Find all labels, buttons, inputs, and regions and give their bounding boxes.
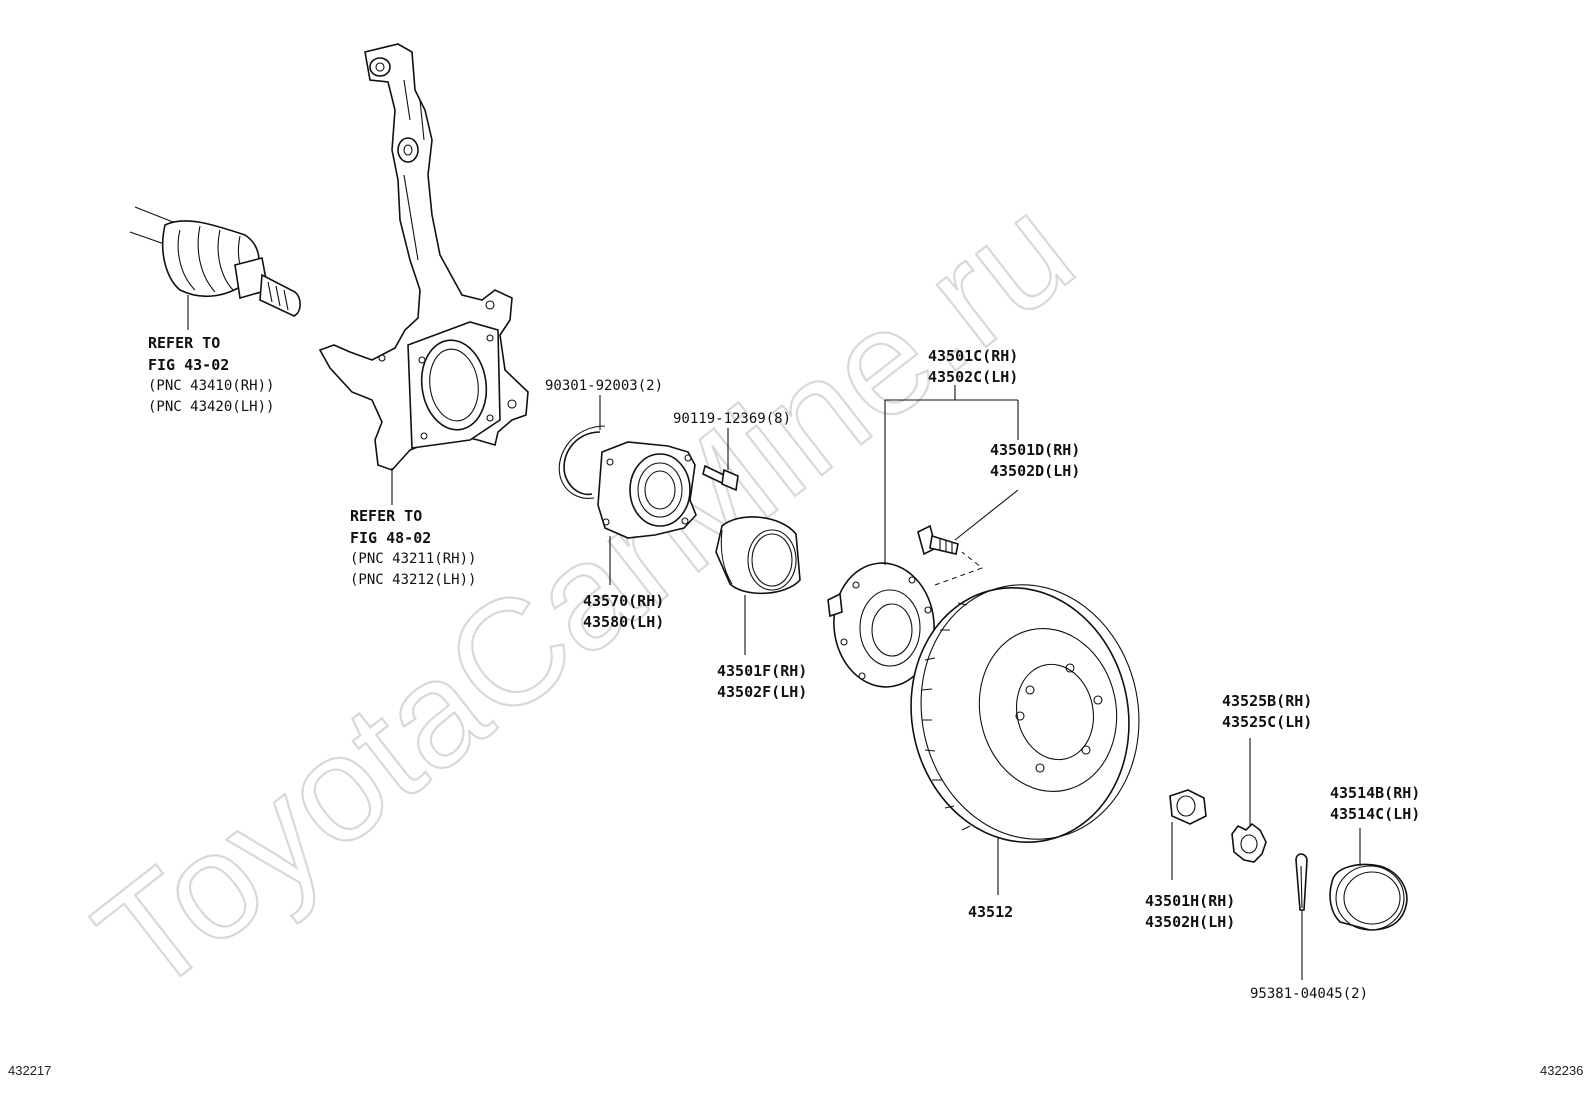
footer-right-code: 432236 [1540, 1063, 1583, 1078]
svg-text:43514C(LH): 43514C(LH) [1330, 805, 1420, 823]
rotor-label: 43512 [968, 903, 1013, 921]
lock-cap-callout: 43525B(RH) 43525C(LH) [1222, 692, 1312, 731]
cotter-pin-label: 95381-04045(2) [1250, 986, 1368, 1002]
nut-lock-cap[interactable] [1231, 822, 1267, 863]
svg-text:FIG 43-02: FIG 43-02 [148, 356, 229, 374]
svg-text:43525B(RH): 43525B(RH) [1222, 692, 1312, 710]
svg-text:43501D(RH): 43501D(RH) [990, 441, 1080, 459]
svg-text:(PNC 43420(LH)): (PNC 43420(LH)) [148, 399, 274, 415]
svg-text:43570(RH): 43570(RH) [583, 592, 664, 610]
hub-callout: 43501C(RH) 43502C(LH) [928, 347, 1018, 386]
svg-text:43525C(LH): 43525C(LH) [1222, 713, 1312, 731]
svg-text:(PNC 43211(RH)): (PNC 43211(RH)) [350, 551, 476, 567]
svg-text:FIG 48-02: FIG 48-02 [350, 529, 431, 547]
bearing-bolt[interactable] [702, 464, 739, 492]
hub-nut[interactable] [1169, 789, 1207, 825]
svg-text:43502C(LH): 43502C(LH) [928, 368, 1018, 386]
drive-shaft[interactable] [129, 206, 301, 317]
grease-cap[interactable] [1329, 863, 1408, 931]
bearing-callout: 43570(RH) 43580(LH) [583, 592, 664, 631]
svg-text:43514B(RH): 43514B(RH) [1330, 784, 1420, 802]
svg-text:(PNC 43212(LH)): (PNC 43212(LH)) [350, 572, 476, 588]
footer-left-code: 432217 [8, 1063, 51, 1078]
hub-bolt-callout: 43501D(RH) 43502D(LH) [990, 441, 1080, 480]
driveshaft-callout: REFER TO FIG 43-02 (PNC 43410(RH)) (PNC … [148, 334, 274, 415]
seal-callout: 43501F(RH) 43502F(LH) [717, 662, 807, 701]
svg-text:43502H(LH): 43502H(LH) [1145, 913, 1235, 931]
brake-rotor[interactable] [888, 564, 1163, 862]
snap-ring[interactable] [558, 425, 606, 499]
hub-bearing[interactable] [597, 441, 697, 539]
svg-text:43501C(RH): 43501C(RH) [928, 347, 1018, 365]
svg-text:REFER TO: REFER TO [350, 507, 422, 525]
svg-text:43501F(RH): 43501F(RH) [717, 662, 807, 680]
grease-cap-callout: 43514B(RH) 43514C(LH) [1330, 784, 1420, 823]
axle-hub[interactable] [827, 559, 939, 691]
svg-text:(PNC 43410(RH)): (PNC 43410(RH)) [148, 378, 274, 394]
steering-knuckle[interactable] [318, 43, 529, 471]
svg-text:43580(LH): 43580(LH) [583, 613, 664, 631]
oil-seal[interactable] [715, 516, 801, 595]
bearing-bolt-label: 90119-12369(8) [673, 411, 791, 427]
svg-text:43502D(LH): 43502D(LH) [990, 462, 1080, 480]
hub-bracket-lines [884, 385, 1019, 565]
svg-text:REFER TO: REFER TO [148, 334, 220, 352]
knuckle-callout: REFER TO FIG 48-02 (PNC 43211(RH)) (PNC … [350, 507, 476, 588]
hub-bolt[interactable] [917, 524, 959, 556]
snap-ring-label: 90301-92003(2) [545, 378, 663, 394]
cotter-pin[interactable] [1295, 853, 1308, 911]
nut-callout: 43501H(RH) 43502H(LH) [1145, 892, 1235, 931]
svg-text:43501H(RH): 43501H(RH) [1145, 892, 1235, 910]
svg-text:43502F(LH): 43502F(LH) [717, 683, 807, 701]
